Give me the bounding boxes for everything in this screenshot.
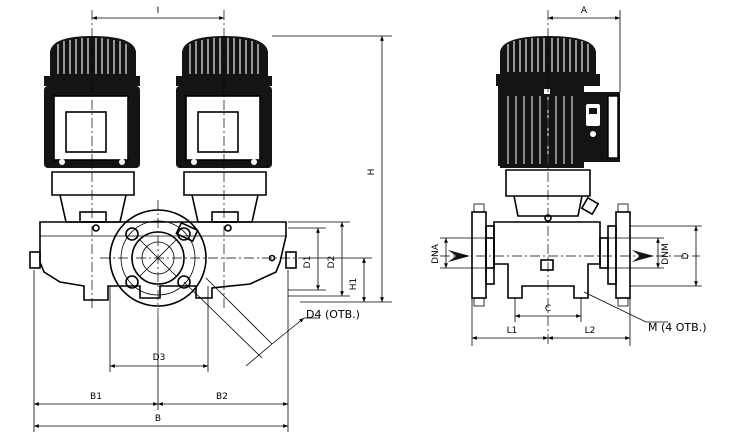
label-DNA: DNA xyxy=(431,243,441,264)
left-motor xyxy=(44,36,140,223)
dimension-A: A xyxy=(548,6,621,92)
suction-flange xyxy=(471,211,487,299)
dimension-C: C xyxy=(514,298,582,322)
side-motor-body xyxy=(500,86,584,168)
dimension-H1: H1 xyxy=(300,257,372,302)
label-B2: B2 xyxy=(216,392,228,402)
label-I: I xyxy=(157,6,160,16)
dimension-D1: D1 xyxy=(288,227,326,291)
label-C: C xyxy=(545,304,551,314)
label-A: A xyxy=(581,6,588,16)
dimension-B: B1 B2 B xyxy=(33,270,289,432)
label-L2: L2 xyxy=(585,326,596,336)
discharge-flange xyxy=(615,211,631,299)
left-motor-fan-cover xyxy=(50,36,136,76)
label-M-note: M (4 ОТВ.) xyxy=(648,321,707,334)
dimension-D4: D4 (ОТВ.) xyxy=(183,277,360,367)
dimension-D: D xyxy=(630,225,702,287)
dimension-M: M (4 ОТВ.) xyxy=(583,291,707,334)
dimension-L: L1 L2 xyxy=(471,298,631,346)
label-D2: D2 xyxy=(327,256,337,269)
dimension-DNM: DNM xyxy=(608,237,671,269)
label-H: H xyxy=(367,169,377,176)
label-B1: B1 xyxy=(90,392,102,402)
side-view: A DNA DNM D C xyxy=(431,6,707,346)
front-view: I H D1 D2 H1 xyxy=(29,6,392,432)
label-DNM: DNM xyxy=(661,243,671,264)
label-H1: H1 xyxy=(349,278,359,291)
label-L1: L1 xyxy=(507,326,518,336)
label-D4-note: D4 (ОТВ.) xyxy=(306,308,360,321)
label-D3: D3 xyxy=(153,353,166,363)
dimension-I: I xyxy=(92,6,224,20)
dimension-D3: D3 xyxy=(109,286,209,372)
right-motor-fan-cover xyxy=(182,36,268,76)
label-D: D xyxy=(681,252,691,259)
dimension-D2: D2 xyxy=(288,221,350,297)
dimension-H: H xyxy=(272,35,392,303)
label-D1: D1 xyxy=(303,256,313,269)
right-motor xyxy=(176,36,272,223)
label-B: B xyxy=(155,414,161,424)
dimension-DNA: DNA xyxy=(431,237,486,269)
